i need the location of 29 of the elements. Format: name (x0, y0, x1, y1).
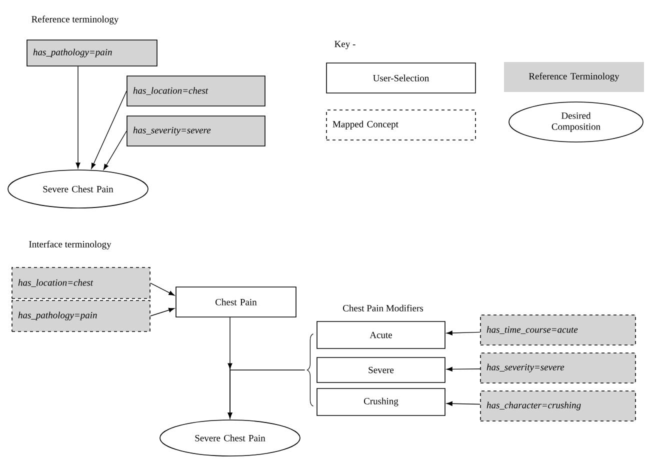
selection-box: Chest Pain (176, 286, 296, 318)
arrow (150, 308, 174, 316)
arrow (446, 366, 480, 372)
mapped-concept-box: has_character=crushing (480, 390, 636, 422)
concept-box: has_pathology=pain (26, 40, 158, 66)
arrow (228, 363, 306, 418)
section-heading: Reference terminology (32, 16, 119, 24)
mapped-concept-box: Mapped Concept (326, 110, 476, 140)
arrow (91, 90, 127, 169)
arrow (150, 282, 175, 296)
mapped-concept-box: has_time_course=acute (480, 314, 636, 346)
selection-box: Severe (316, 357, 446, 383)
shaded-key-box: Reference Terminology (504, 62, 644, 92)
key-heading: Key - (334, 40, 356, 50)
mapped-concept-box: has_pathology=pain (12, 300, 150, 332)
arrow (103, 130, 127, 170)
selection-box: Acute (316, 321, 446, 349)
group-heading: Chest Pain Modifiers (343, 304, 424, 312)
arrow (446, 330, 480, 336)
mapped-concept-box: has_severity=severe (480, 352, 636, 384)
concept-box: has_location=chest (126, 76, 266, 106)
arrow (446, 401, 480, 406)
selection-box: Crushing (316, 388, 446, 416)
section-heading: Interface terminology (29, 240, 112, 250)
concept-box: has_severity=severe (126, 116, 266, 146)
mapped-concept-box: has_location=chest (12, 267, 150, 299)
brace (306, 334, 314, 406)
arrow (76, 66, 80, 168)
selection-box: User-Selection (326, 62, 476, 94)
